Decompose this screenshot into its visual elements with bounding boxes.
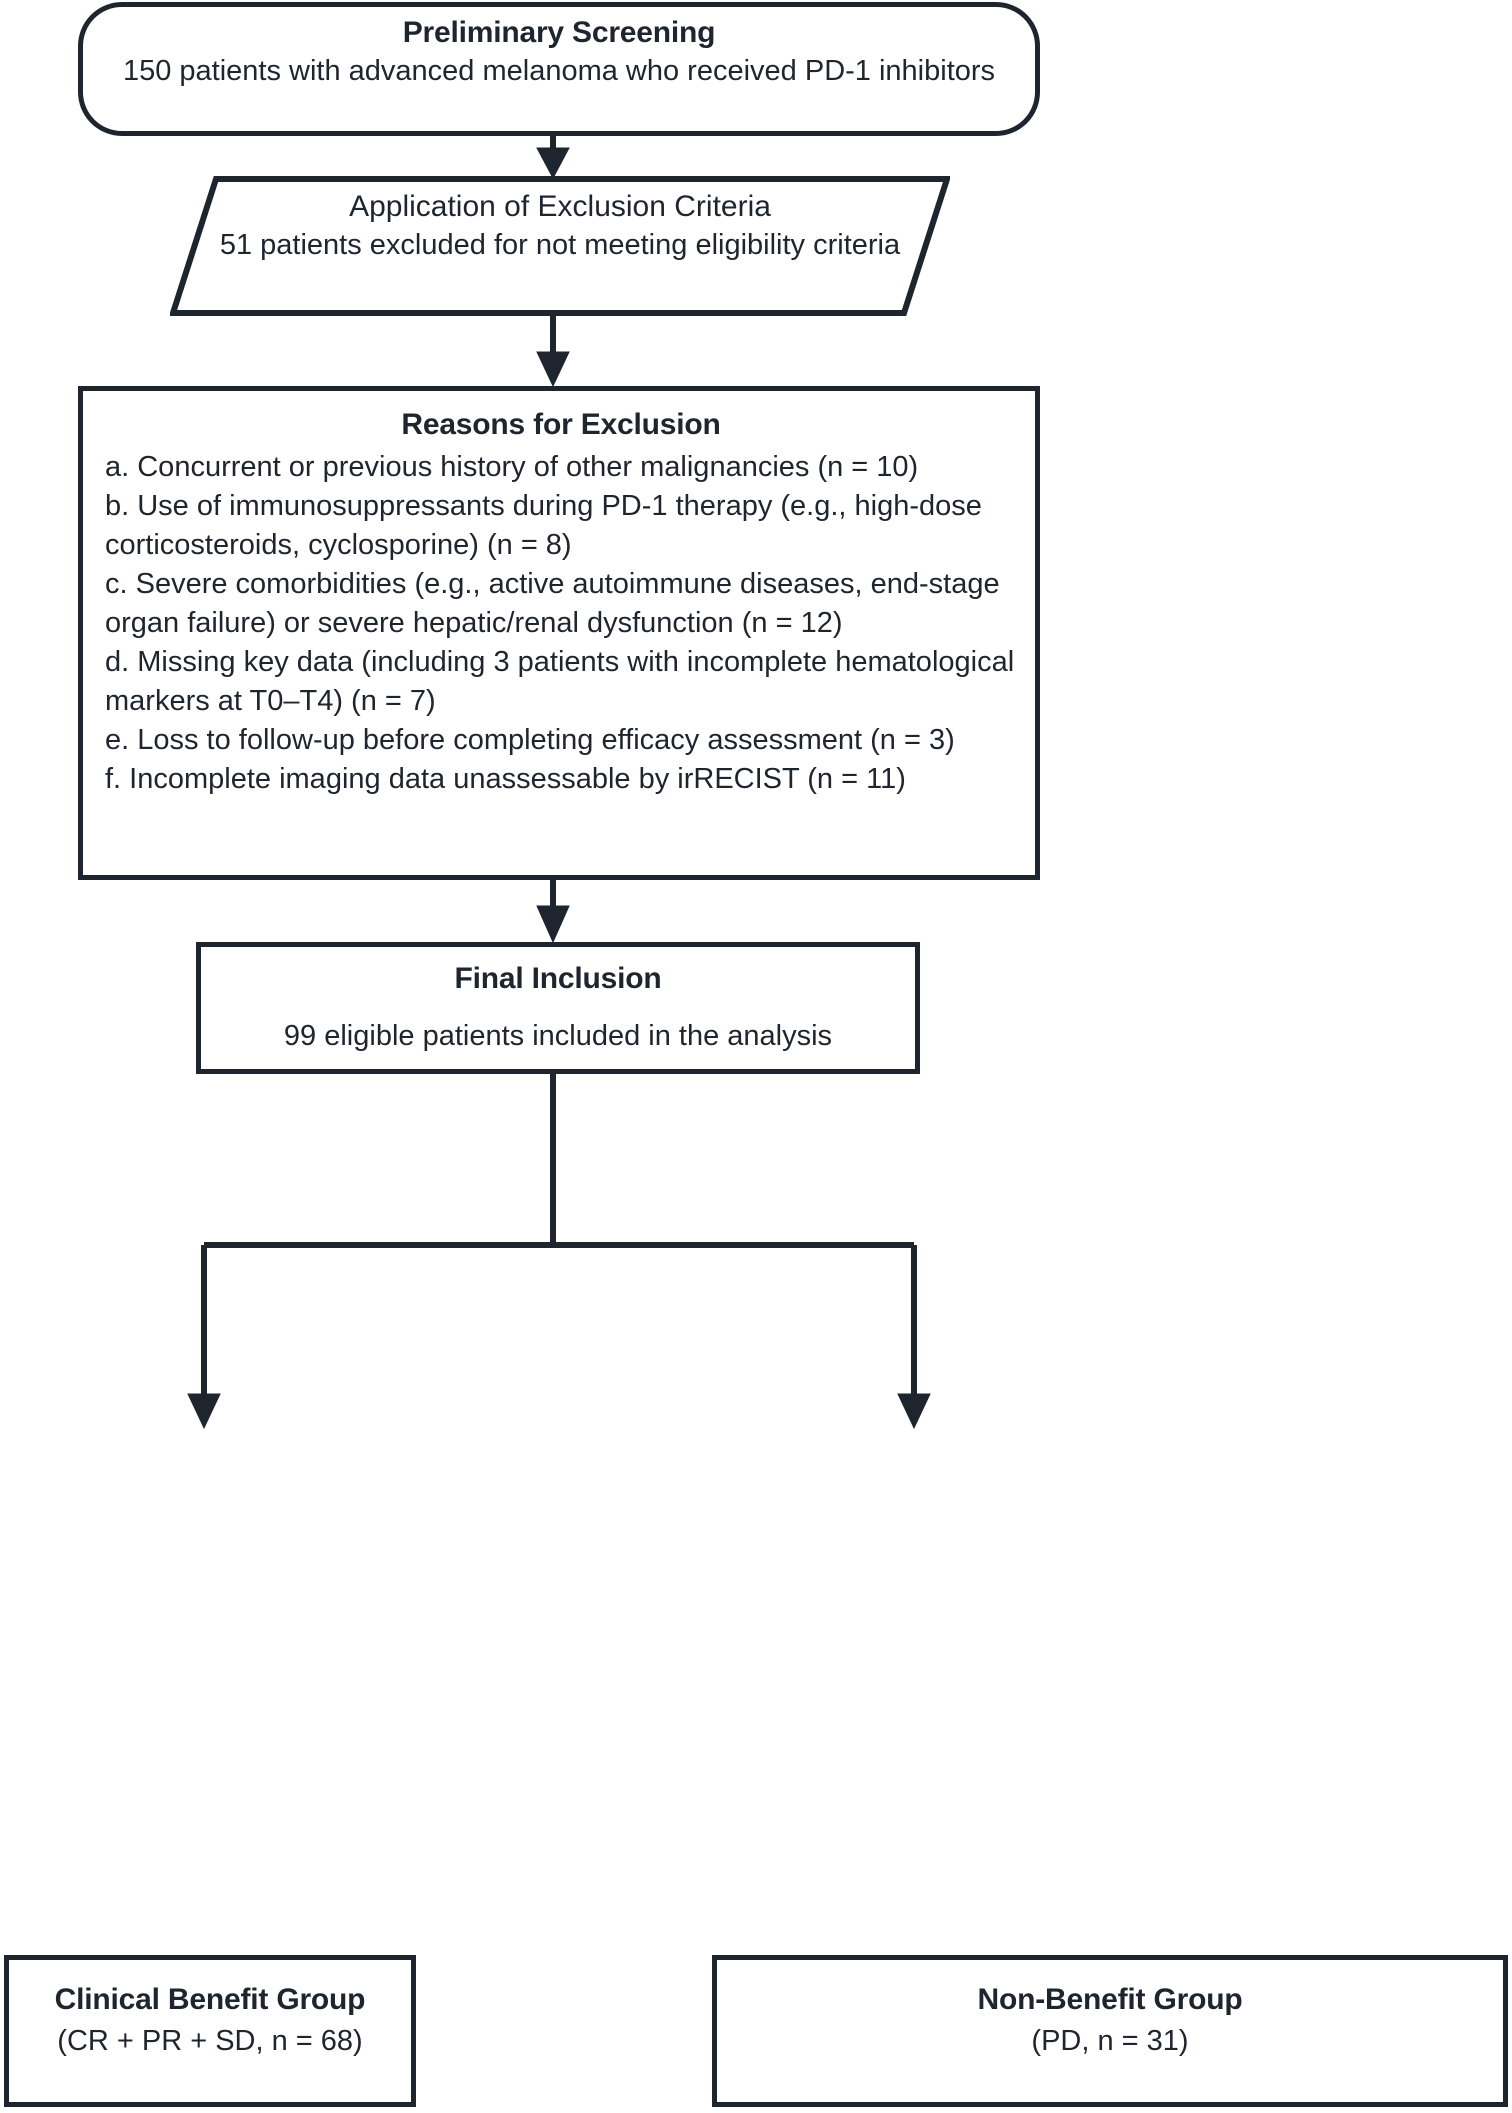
clinical-benefit-group-body: (CR + PR + SD, n = 68): [57, 2025, 363, 2058]
final-inclusion-title: Final Inclusion: [454, 962, 662, 995]
list-item: b. Use of immunosuppressants during PD-1…: [105, 490, 982, 562]
list-item: d. Missing key data (including 3 patient…: [105, 646, 1015, 718]
arrow-prelim-to-criteria: [536, 136, 570, 180]
node-final-inclusion: Final Inclusion 99 eligible patients inc…: [196, 942, 920, 1074]
arrow-reasons-to-final: [536, 880, 570, 944]
exclusion-criteria-body: 51 patients excluded for not meeting eli…: [219, 229, 901, 261]
node-preliminary-screening: Preliminary Screening 150 patients with …: [78, 2, 1040, 136]
preliminary-screening-body: 150 patients with advanced melanoma who …: [122, 55, 996, 88]
split-final-to-groups: [187, 1074, 931, 1430]
clinical-benefit-group-title: Clinical Benefit Group: [54, 1983, 366, 2016]
node-clinical-benefit-group: Clinical Benefit Group (CR + PR + SD, n …: [4, 1955, 416, 2107]
node-exclusion-criteria: Application of Exclusion Criteria 51 pat…: [170, 176, 950, 316]
list-item: c. Severe comorbidities (e.g., active au…: [105, 568, 1000, 640]
list-item: a. Concurrent or previous history of oth…: [105, 451, 919, 484]
node-reasons-for-exclusion: Reasons for Exclusion a. Concurrent or p…: [78, 386, 1040, 880]
final-inclusion-body: 99 eligible patients included in the ana…: [283, 1020, 833, 1053]
list-item: e. Loss to follow-up before completing e…: [105, 724, 955, 757]
arrow-criteria-to-reasons: [536, 316, 570, 388]
node-non-benefit-group: Non-Benefit Group (PD, n = 31): [712, 1955, 1508, 2107]
parallelogram-shape: [170, 176, 950, 316]
reasons-for-exclusion-title: Reasons for Exclusion: [401, 408, 721, 441]
non-benefit-group-body: (PD, n = 31): [1031, 2025, 1189, 2058]
list-item: f. Incomplete imaging data unassessable …: [105, 763, 906, 796]
reasons-list: a. Concurrent or previous history of oth…: [105, 448, 1017, 799]
exclusion-criteria-title: Application of Exclusion Criteria: [349, 190, 771, 223]
preliminary-screening-title: Preliminary Screening: [402, 16, 716, 49]
non-benefit-group-title: Non-Benefit Group: [977, 1983, 1243, 2016]
